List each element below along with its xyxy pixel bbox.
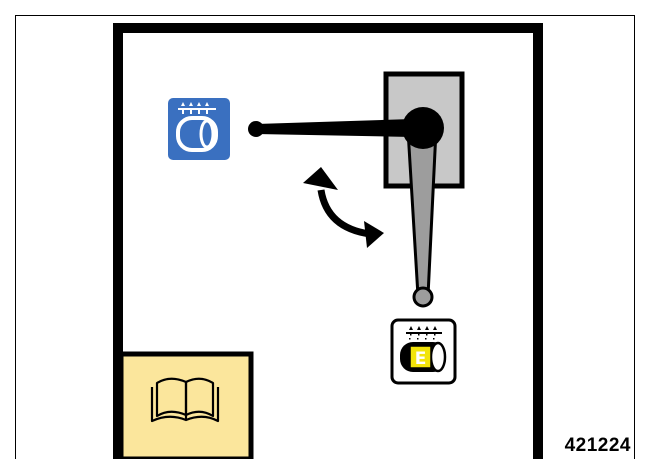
- lever-pivot: [402, 107, 444, 149]
- operator-manual-book-icon: [118, 351, 254, 459]
- horizontal-lever-position: [248, 119, 412, 137]
- figure-border: [15, 15, 635, 459]
- sprayer-tank-e-icon: E: [390, 318, 457, 385]
- double-curved-arrow-icon: [303, 167, 384, 248]
- e-badge-letter: E: [415, 349, 427, 369]
- figure-number: 421224: [564, 435, 631, 456]
- sprayer-tank-icon: [168, 98, 230, 160]
- vertical-lever-position: [406, 128, 438, 308]
